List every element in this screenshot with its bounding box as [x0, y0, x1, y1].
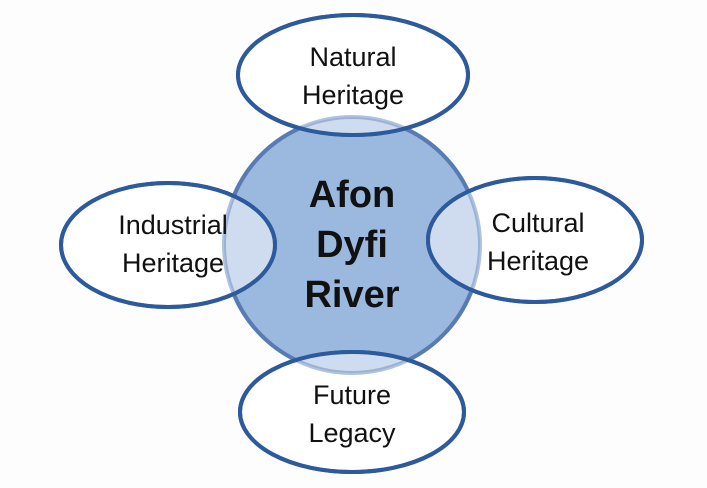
center-circle-outline [222, 115, 482, 375]
top-ellipse-outline [236, 13, 470, 137]
bottom-ellipse-outline [238, 350, 466, 474]
right-ellipse-outline [426, 176, 644, 304]
left-ellipse-outline [59, 181, 277, 309]
